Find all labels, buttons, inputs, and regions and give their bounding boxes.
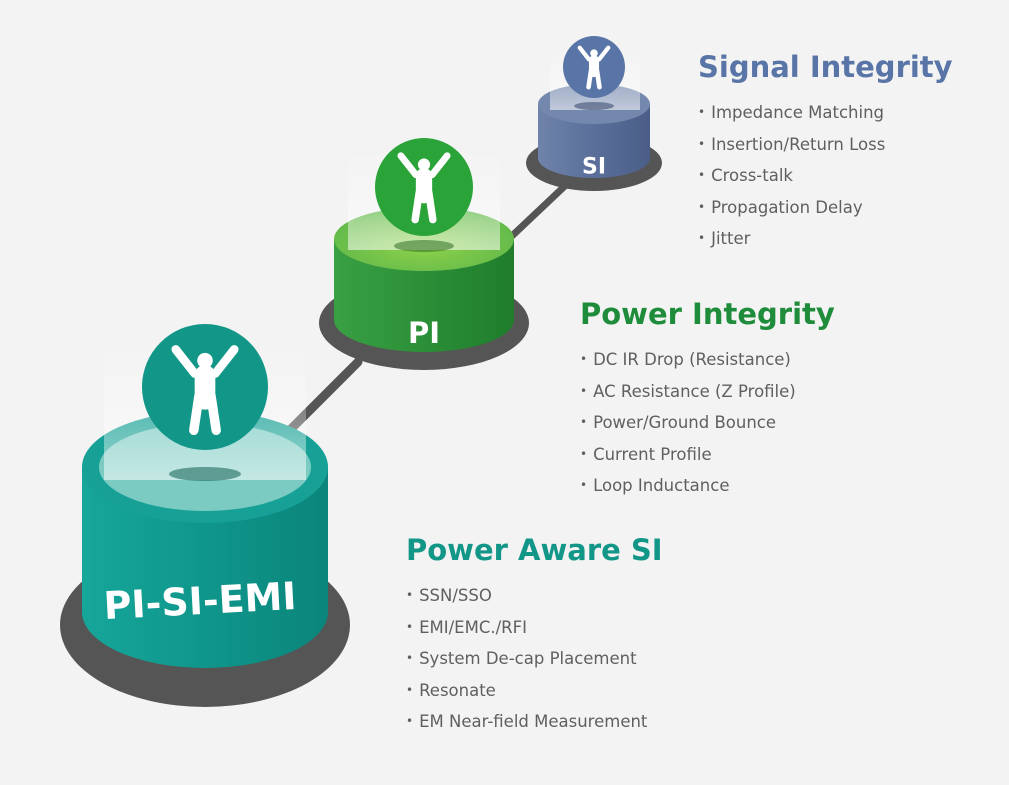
pi-cylinder-body (334, 239, 514, 352)
list-item: •Propagation Delay (698, 197, 863, 217)
list-item: •Insertion/Return Loss (698, 134, 886, 154)
list-item: •Current Profile (580, 444, 712, 464)
list-item: •Jitter (698, 229, 751, 248)
list-item: •EM Near-field Measurement (406, 712, 648, 731)
list-item: •System De-cap Placement (406, 649, 637, 668)
power-aware-si-section: Power Aware SI •SSN/SSO •EMI/EMC./RFI •S… (406, 533, 663, 739)
power-integrity-title: Power Integrity (580, 297, 835, 331)
list-item: •Power/Ground Bounce (580, 413, 777, 432)
si-pedestal-label: SI (581, 154, 607, 180)
power-aware-si-list: •SSN/SSO •EMI/EMC./RFI •System De-cap Pl… (406, 581, 663, 739)
pi-figure-shadow (394, 240, 454, 252)
list-item: •Loop Inductance (580, 476, 730, 495)
power-aware-si-title: Power Aware SI (406, 533, 663, 567)
pa-figure-shadow (169, 467, 241, 481)
signal-integrity-section: Signal Integrity •Impedance Matching •In… (698, 50, 953, 256)
pi-pedestal-label: PI (407, 316, 441, 350)
si-pedestal (526, 36, 662, 191)
list-item: •Resonate (406, 680, 496, 700)
list-item: •SSN/SSO (406, 586, 492, 605)
list-item: •Cross-talk (698, 166, 793, 185)
power-integrity-list: •DC IR Drop (Resistance) •AC Resistance … (580, 345, 835, 503)
list-item: •AC Resistance (Z Profile) (580, 381, 796, 401)
person-arms-raised-icon (397, 152, 451, 224)
list-item: •EMI/EMC./RFI (406, 617, 527, 637)
si-cylinder-body (538, 104, 650, 178)
person-arms-raised-icon (577, 45, 611, 90)
pi-pedestal (319, 138, 529, 370)
si-figure-shadow (574, 102, 614, 110)
pa-pedestal (60, 324, 350, 707)
person-arms-raised-icon (171, 345, 239, 436)
list-item: •DC IR Drop (Resistance) (580, 350, 791, 369)
list-item: •Impedance Matching (698, 103, 885, 122)
signal-integrity-list: •Impedance Matching •Insertion/Return Lo… (698, 98, 953, 256)
signal-integrity-title: Signal Integrity (698, 50, 953, 84)
power-integrity-section: Power Integrity •DC IR Drop (Resistance)… (580, 297, 835, 503)
pa-cylinder-body (82, 467, 328, 668)
